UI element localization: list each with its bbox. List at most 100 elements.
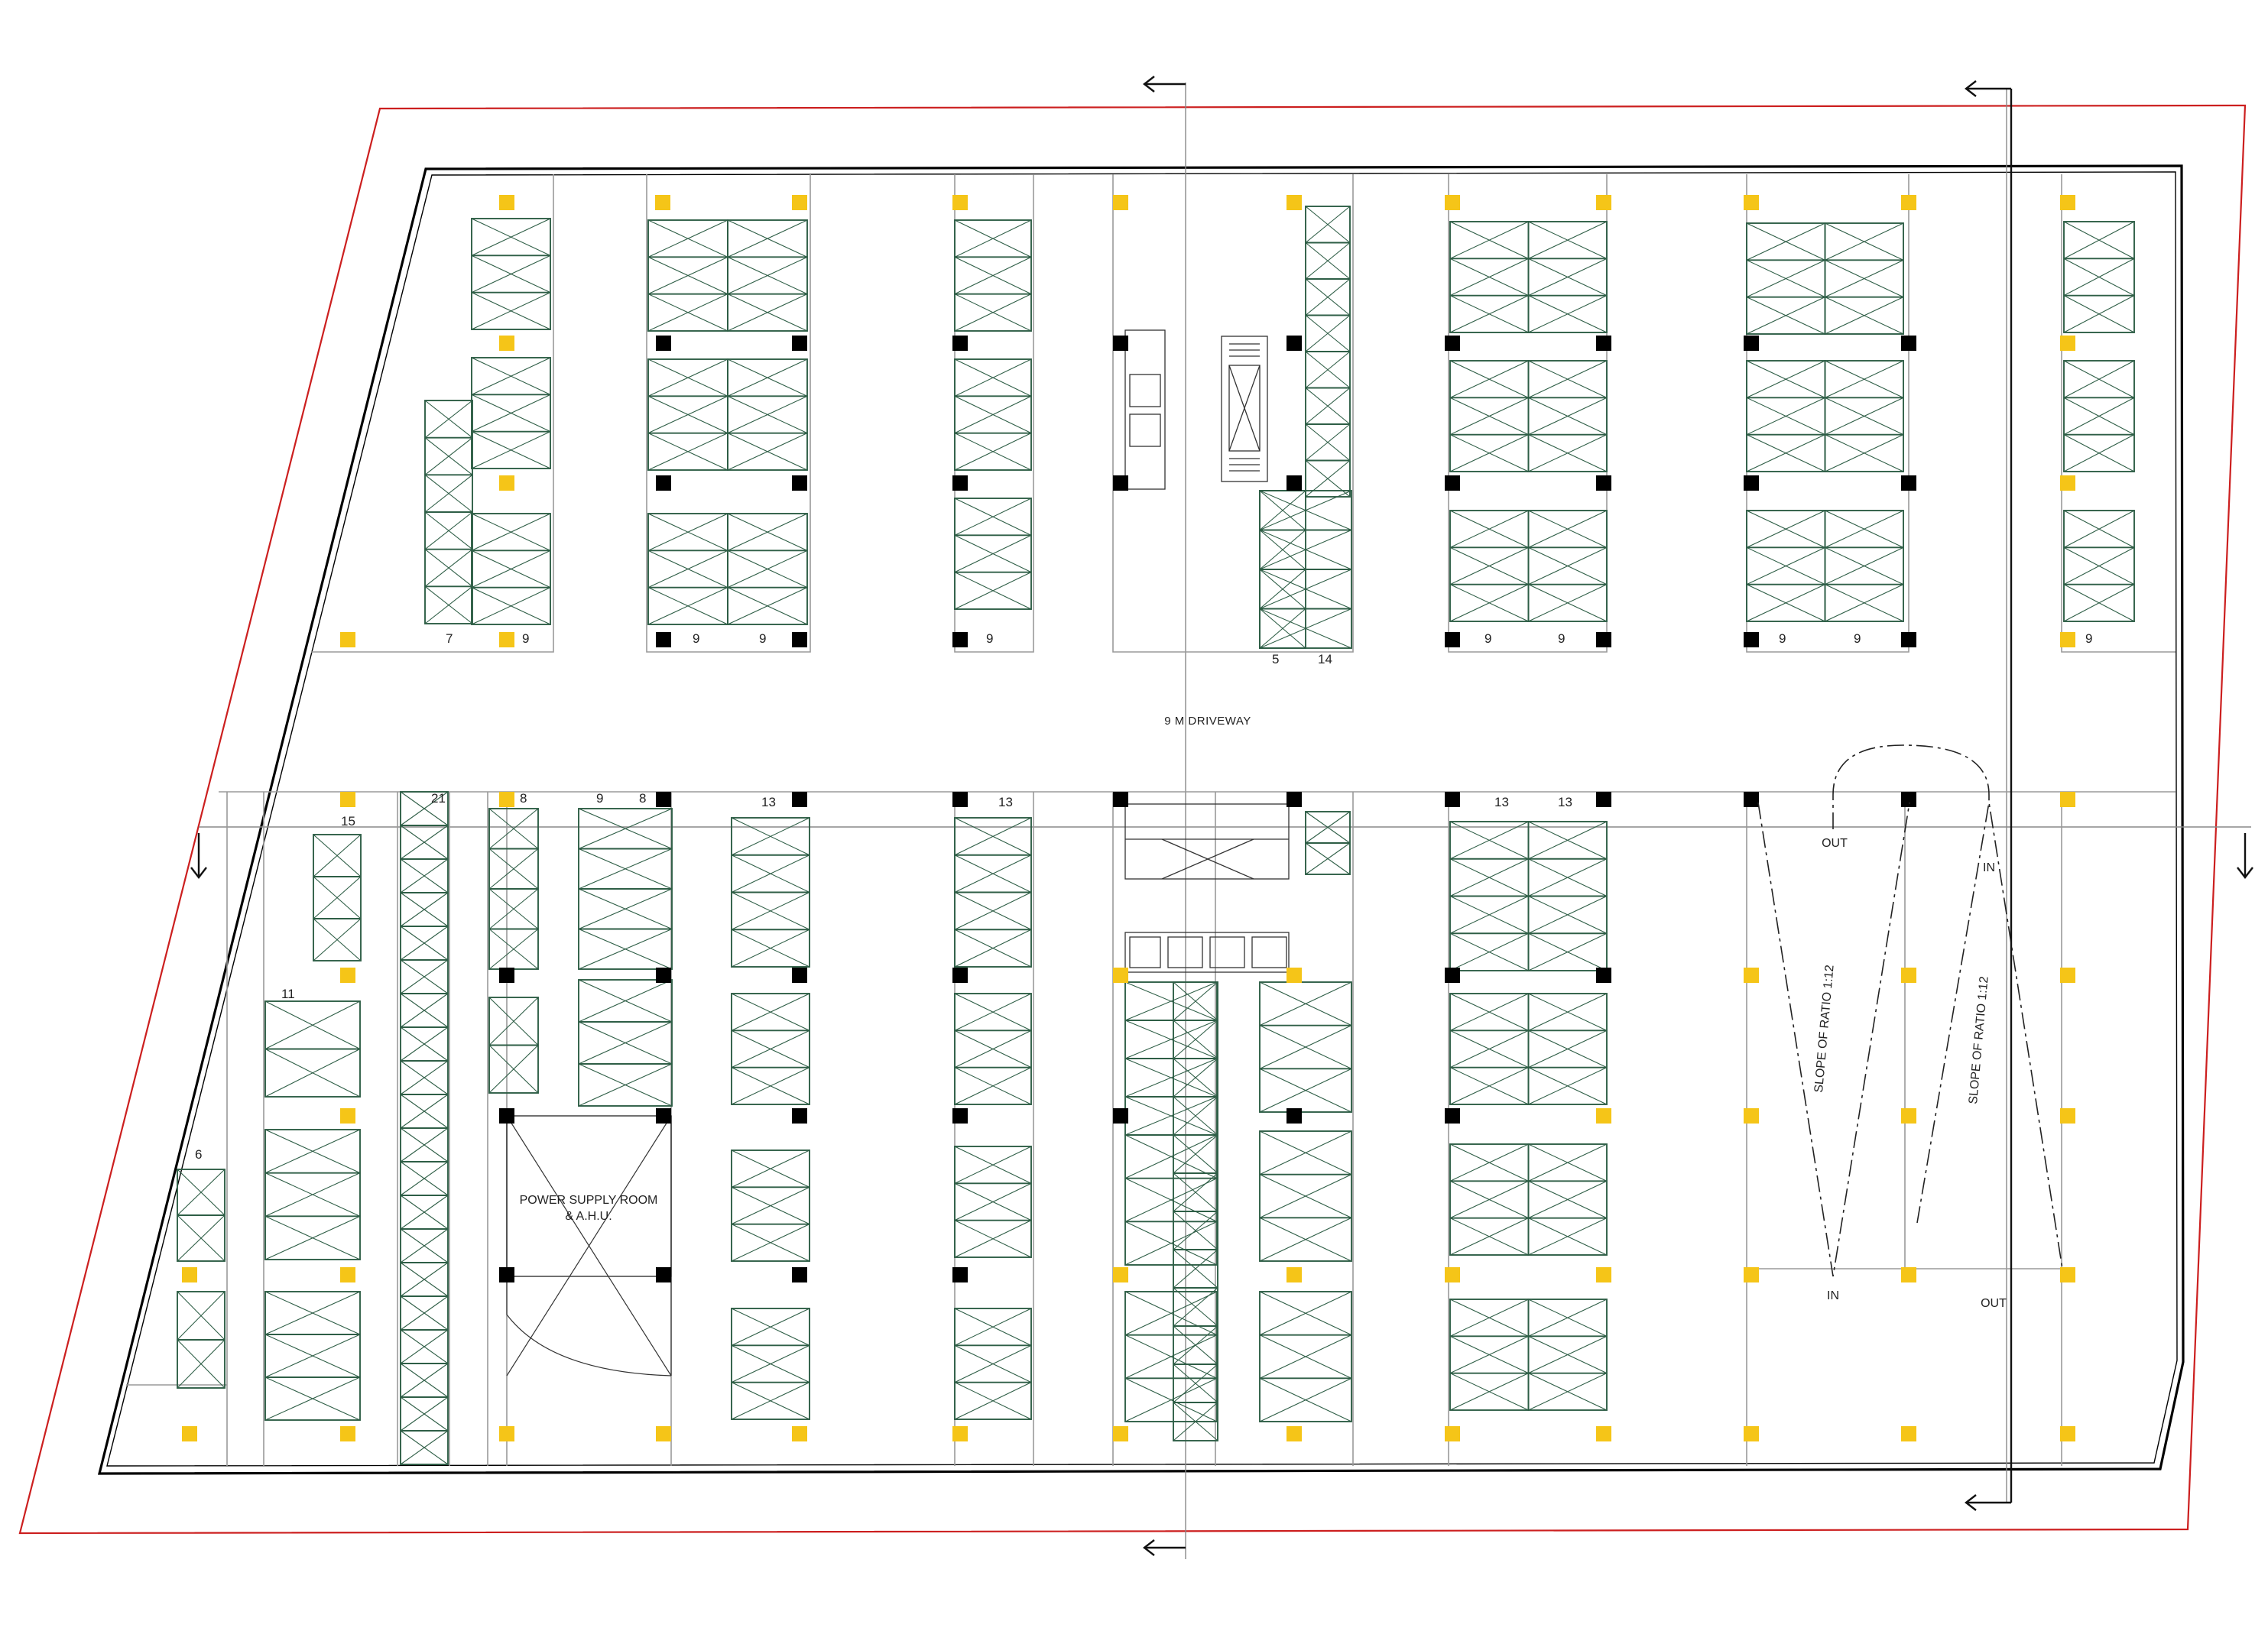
- yellow-column: [182, 1426, 197, 1441]
- yellow-column: [2060, 1267, 2075, 1282]
- yellow-column: [1113, 968, 1128, 983]
- yellow-column: [499, 475, 514, 491]
- yellow-column: [499, 632, 514, 647]
- stall-group: [424, 400, 473, 624]
- black-column: [656, 475, 671, 491]
- black-column: [792, 1108, 807, 1124]
- yellow-column: [1113, 1426, 1128, 1441]
- stall-group: [578, 979, 673, 1107]
- slope-label-1: SLOPE OF RATIO 1:12: [1812, 965, 1837, 1094]
- yellow-column: [1445, 1267, 1460, 1282]
- black-column: [952, 1108, 968, 1124]
- black-column: [1286, 475, 1302, 491]
- stair-lift-core-bottom: [1124, 803, 1290, 973]
- stall-group: [400, 791, 449, 1465]
- black-column: [499, 1108, 514, 1124]
- stall-count: 9: [1779, 631, 1786, 646]
- stall-group: [1449, 1299, 1530, 1411]
- stall-count: 7: [446, 631, 453, 646]
- black-column: [1445, 632, 1460, 647]
- yellow-column: [1744, 968, 1759, 983]
- black-column: [792, 1267, 807, 1282]
- stall-counts-top: 7 9 9 9 9 5 14 9 9 9 9 9: [446, 631, 2092, 666]
- stall-group: [647, 513, 728, 625]
- black-column: [656, 968, 671, 983]
- stall-group: [471, 357, 551, 469]
- stall-group: [264, 1291, 361, 1421]
- stall-group: [954, 358, 1032, 471]
- yellow-column: [1113, 195, 1128, 210]
- stall-group: [727, 358, 808, 471]
- yellow-column: [2060, 1426, 2075, 1441]
- yellow-column: [656, 1426, 671, 1441]
- stall-count: 9: [1484, 631, 1491, 646]
- stall-count: 6: [195, 1147, 202, 1162]
- black-column: [1286, 336, 1302, 351]
- yellow-column: [1744, 195, 1759, 210]
- yellow-column: [182, 1267, 197, 1282]
- black-column: [1445, 336, 1460, 351]
- yellow-column: [1286, 1267, 1302, 1282]
- ramp-system: [1757, 744, 2063, 1277]
- stall-group: [2063, 360, 2135, 472]
- stall-count: 11: [281, 987, 295, 1001]
- stall-group: [1259, 1291, 1352, 1422]
- black-column: [1113, 792, 1128, 807]
- stall-group: [1124, 1291, 1218, 1422]
- yellow-column: [952, 1426, 968, 1441]
- section-arrow-icon: [1965, 80, 2013, 1511]
- slope-label-2: SLOPE OF RATIO 1:12: [1967, 976, 1991, 1105]
- stall-count: 13: [1558, 795, 1572, 809]
- stall-group: [1824, 510, 1904, 622]
- black-column: [1744, 632, 1759, 647]
- stall-group: [1305, 811, 1351, 875]
- stall-group: [1449, 510, 1530, 622]
- black-column: [1113, 336, 1128, 351]
- black-column: [1286, 1108, 1302, 1124]
- yellow-column: [2060, 792, 2075, 807]
- stall-group: [264, 1129, 361, 1260]
- stall-group: [488, 808, 539, 970]
- stall-group: [731, 993, 810, 1105]
- black-column: [952, 792, 968, 807]
- yellow-column: [1901, 1426, 1916, 1441]
- stall-group: [1449, 360, 1530, 472]
- stall-group: [471, 513, 551, 625]
- black-column: [1445, 475, 1460, 491]
- stall-group: [1527, 1143, 1608, 1256]
- yellow-column: [340, 1426, 355, 1441]
- yellow-column: [1286, 968, 1302, 983]
- black-column: [1901, 336, 1916, 351]
- stall-group: [1746, 510, 1826, 622]
- stall-group: [578, 808, 673, 970]
- yellow-column: [2060, 336, 2075, 351]
- stall-group: [954, 817, 1032, 968]
- power-room-label-2: & A.H.U.: [565, 1210, 612, 1223]
- stall-count: 9: [596, 791, 603, 806]
- yellow-column: [340, 792, 355, 807]
- black-column: [792, 336, 807, 351]
- yellow-column: [1596, 1426, 1611, 1441]
- stall-group: [1449, 821, 1530, 971]
- ramp-in-bottom: IN: [1827, 1289, 1839, 1302]
- power-room-label-1: POWER SUPPLY ROOM: [520, 1194, 658, 1207]
- black-column: [1596, 968, 1611, 983]
- stall-count: 13: [1494, 795, 1509, 809]
- stall-group: [1305, 206, 1351, 498]
- yellow-column: [2060, 475, 2075, 491]
- stall-group: [647, 219, 728, 332]
- structural-columns: [182, 195, 2075, 1441]
- yellow-column: [1286, 1426, 1302, 1441]
- stall-group: [2063, 510, 2135, 622]
- yellow-column: [1901, 1108, 1916, 1124]
- parking-stalls: [177, 206, 2135, 1465]
- yellow-column: [1744, 1426, 1759, 1441]
- stall-group: [1824, 222, 1904, 335]
- stall-group: [1527, 1299, 1608, 1411]
- black-column: [1744, 475, 1759, 491]
- section-arrows: [190, 76, 2253, 1556]
- yellow-column: [340, 968, 355, 983]
- black-column: [656, 792, 671, 807]
- black-column: [1596, 475, 1611, 491]
- stall-group: [1527, 993, 1608, 1105]
